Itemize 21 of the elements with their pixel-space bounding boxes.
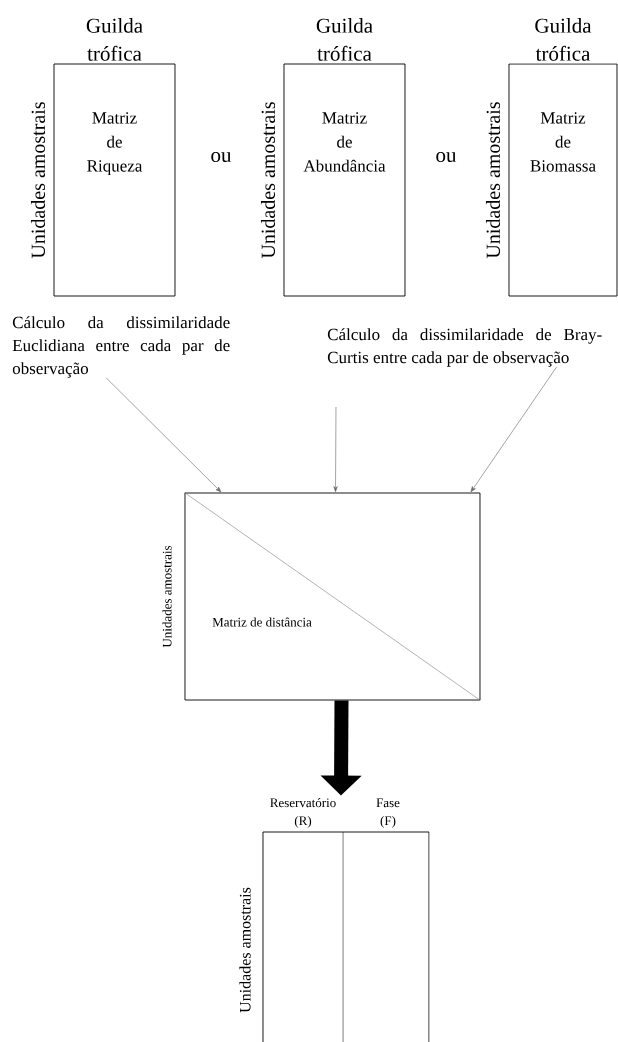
column-heading: Fase (F) xyxy=(376,798,400,828)
arrow xyxy=(470,366,557,493)
column-heading: Guilda trófica xyxy=(316,18,373,61)
axis-label: Unidades amostrais xyxy=(260,102,276,259)
box-label: Matriz de Biomassa xyxy=(530,112,596,172)
axis-label: Unidades amostrais xyxy=(485,102,500,259)
column-heading: Reservatório (R) xyxy=(270,798,336,828)
axis-label: Unidades amostrais xyxy=(162,545,172,648)
arrow xyxy=(333,406,338,492)
column-heading: Guilda trófica xyxy=(86,18,143,61)
connector-word: ou xyxy=(436,151,457,163)
box-label: Matriz de Riqueza xyxy=(87,112,143,176)
box-label: Matriz de distância xyxy=(212,617,312,627)
box-label: Matriz de Abundância xyxy=(303,112,386,172)
column-heading: Guilda trófica xyxy=(535,18,592,61)
connector-word: ou xyxy=(211,151,232,163)
caption-text: Cálculo da dissimilaridade Euclidiana entre cada par de observação xyxy=(12,316,230,378)
axis-label: Unidades amostrais xyxy=(30,102,46,259)
arrow xyxy=(105,377,222,493)
caption-text: Cálculo da dissimilaridade de Bray-Curtis entre cada par de observação xyxy=(327,328,602,367)
axis-label: Unidades amostrais xyxy=(239,887,251,1013)
